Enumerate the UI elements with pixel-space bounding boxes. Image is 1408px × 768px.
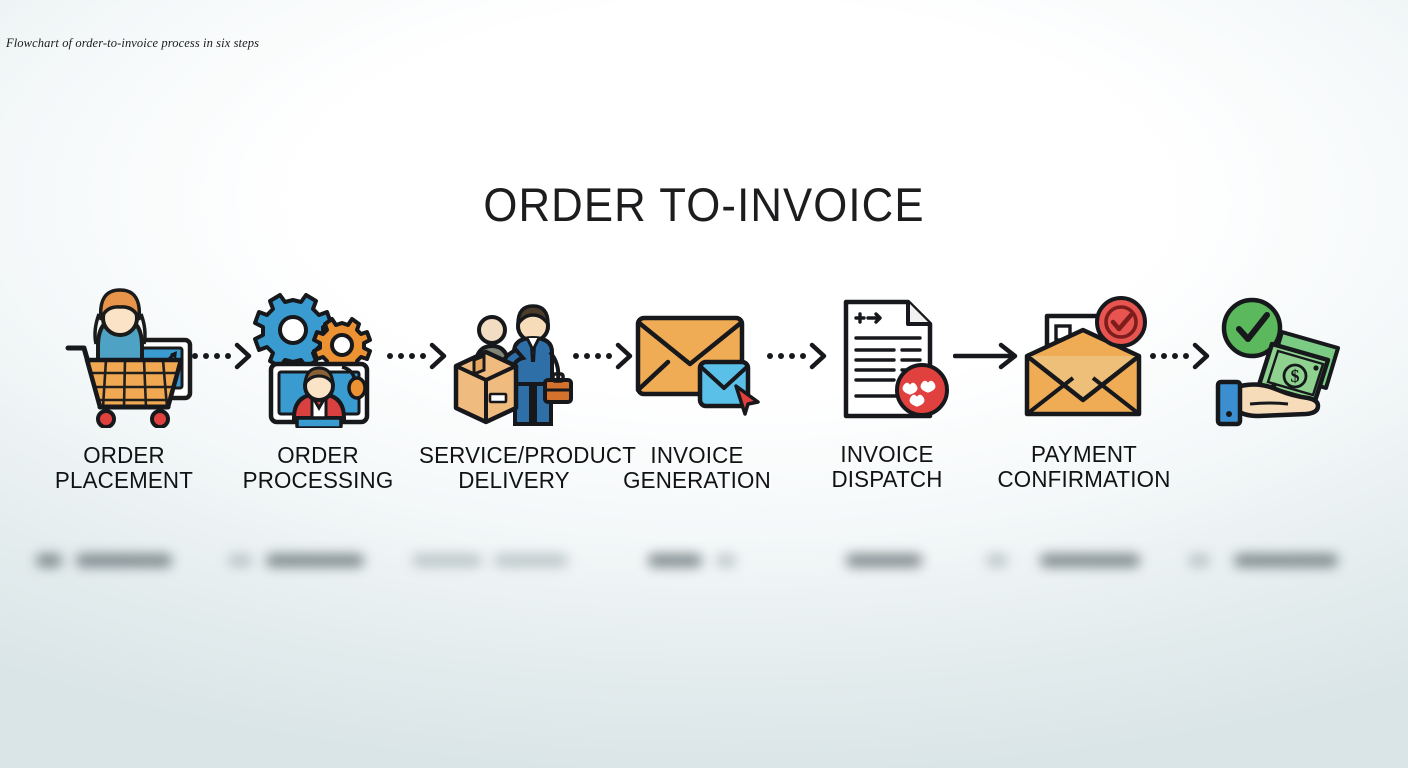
step-icon-invoice-generation	[628, 288, 768, 428]
blurred-text-bar	[76, 554, 172, 567]
step-icon-payment-received: $	[1210, 288, 1350, 428]
blurred-text-bar	[36, 554, 62, 567]
step-icon-order-processing	[249, 288, 389, 428]
blurred-text-bar	[1188, 554, 1210, 567]
blurred-text-bar	[266, 554, 364, 567]
step-label-order-placement: ORDER PLACEMENT	[54, 442, 194, 493]
blurred-text-bar	[1040, 554, 1140, 567]
figure-caption: Flowchart of order-to-invoice process in…	[6, 36, 260, 50]
connector-arrow-6	[1145, 336, 1215, 376]
blurred-text-bar	[648, 554, 702, 567]
step-icon-service-product-delivery	[444, 288, 584, 428]
step-label-payment-confirmation: PAYMENT CONFIRMATION	[997, 441, 1171, 492]
connector-arrow-5	[953, 336, 1023, 376]
blurred-text-bar	[716, 554, 736, 567]
blurred-text-bar	[494, 554, 568, 567]
step-icon-invoice-dispatch	[822, 288, 962, 428]
step-label-invoice-generation: INVOICE GENERATION	[623, 442, 771, 493]
blurred-text-bar	[846, 554, 922, 567]
svg-text:$: $	[1291, 366, 1300, 386]
connector-arrow-2	[382, 336, 452, 376]
step-label-service-product-delivery: SERVICE/PRODUCT DELIVERY	[419, 442, 637, 493]
blurred-text-bar	[986, 554, 1008, 567]
connector-arrow-4	[762, 336, 832, 376]
blurred-text-bar	[1234, 554, 1338, 567]
blurred-text-bar	[412, 554, 482, 567]
step-icon-order-placement	[54, 288, 194, 428]
process-flow-row: $	[0, 288, 1408, 433]
step-icon-payment-confirmation	[1013, 288, 1153, 428]
connector-arrow-3	[568, 336, 638, 376]
page-title: ORDER TO-INVOICE	[483, 178, 925, 232]
step-label-order-processing: ORDER PROCESSING	[242, 442, 394, 493]
connector-arrow-1	[187, 336, 257, 376]
blurred-text-bar	[228, 554, 252, 567]
blurred-footer-band	[0, 540, 1408, 586]
step-label-invoice-dispatch: INVOICE DISPATCH	[831, 441, 943, 492]
